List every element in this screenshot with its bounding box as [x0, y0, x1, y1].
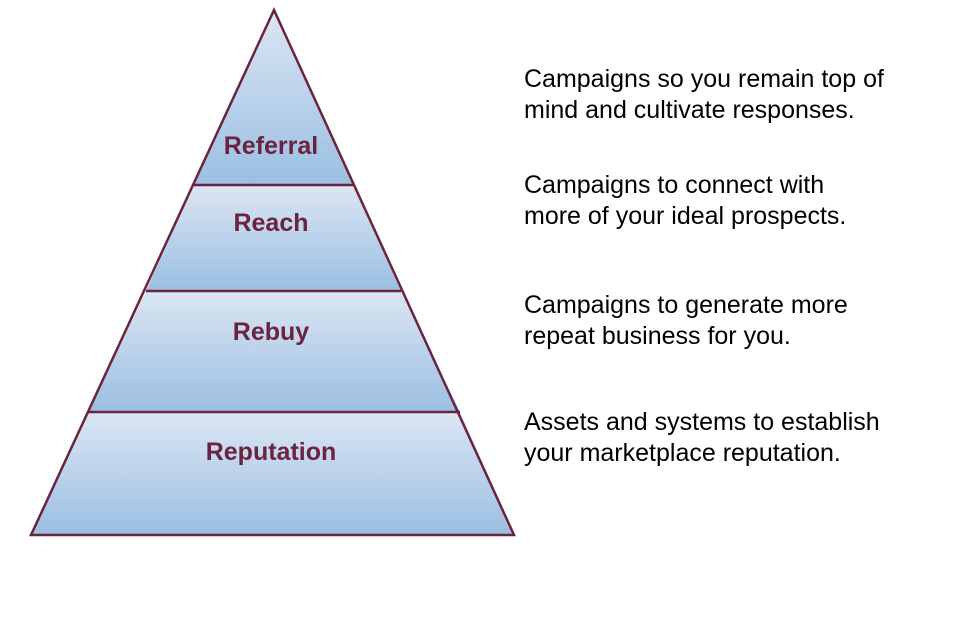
pyramid-tier-rebuy: [88, 291, 460, 412]
description-reputation: Assets and systems to establish your mar…: [524, 407, 944, 469]
description-rebuy: Campaigns to generate more repeat busine…: [524, 290, 944, 352]
tier-label-referral: Referral: [224, 132, 319, 160]
description-line: mind and cultivate responses.: [524, 96, 855, 124]
description-line: Campaigns to generate more: [524, 291, 848, 319]
pyramid-outline: [29, 7, 516, 537]
tier-label-reach: Reach: [233, 209, 308, 237]
description-line: more of your ideal prospects.: [524, 202, 847, 230]
pyramid-tier-referral: [194, 10, 353, 185]
pyramid-tier-reputation: [31, 412, 514, 535]
description-line: repeat business for you.: [524, 322, 791, 350]
tier-label-rebuy: Rebuy: [233, 318, 310, 346]
tier-label-reputation: Reputation: [206, 438, 337, 466]
description-referral: Campaigns so you remain top of mind and …: [524, 64, 944, 126]
pyramid-tier-reach: [146, 185, 401, 291]
description-line: Campaigns so you remain top of: [524, 65, 884, 93]
description-reach: Campaigns to connect with more of your i…: [524, 170, 944, 232]
description-line: Campaigns to connect with: [524, 171, 825, 199]
description-line: your marketplace reputation.: [524, 439, 841, 467]
description-line: Assets and systems to establish: [524, 408, 880, 436]
